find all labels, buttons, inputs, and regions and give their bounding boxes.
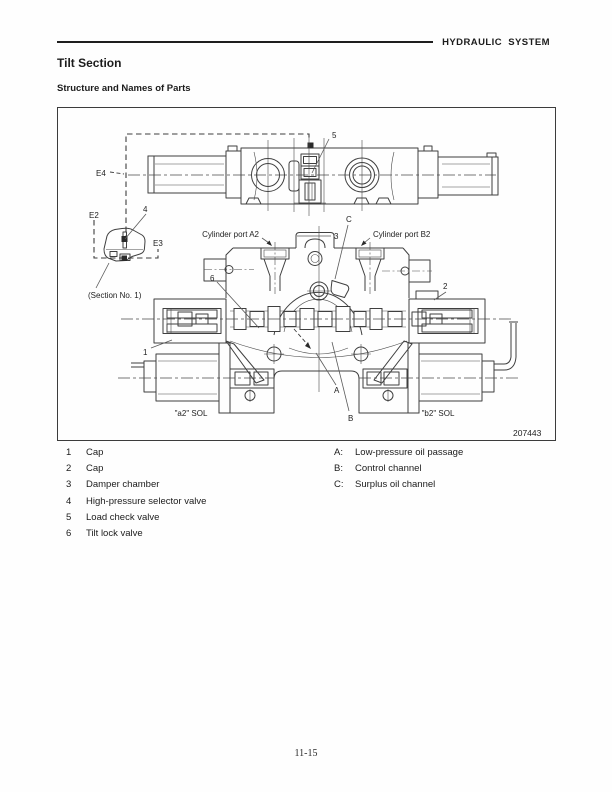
list-item: 5 Load check valve bbox=[66, 509, 206, 525]
label-e4: E4 bbox=[96, 169, 106, 178]
label-3: 3 bbox=[334, 232, 339, 241]
callout-labels: 6 3 C Cylinder port A2 Cylinder port B2 … bbox=[202, 215, 542, 438]
header-rule bbox=[57, 41, 434, 43]
part-number: 1 bbox=[66, 446, 72, 458]
label-sol-b2: "b2" SOL bbox=[422, 409, 455, 418]
damper-chamber bbox=[307, 280, 350, 301]
part-name: Low-pressure oil passage bbox=[355, 446, 464, 458]
part-name: Damper chamber bbox=[86, 479, 160, 491]
label-6: 6 bbox=[210, 274, 215, 283]
list-item: 6 Tilt lock valve bbox=[66, 525, 206, 541]
right-cap: 2 bbox=[408, 282, 486, 344]
part-name: Surplus oil channel bbox=[355, 479, 436, 491]
figure-frame: 5 E4 E2 E3 4 (Section No. 1) bbox=[57, 107, 556, 441]
part-number: 4 bbox=[66, 495, 72, 507]
left-cap: 1 bbox=[143, 298, 227, 357]
figure-technical-drawing: 5 E4 E2 E3 4 (Section No. 1) bbox=[88, 131, 542, 438]
parts-list-lettered: A: Low-pressure oil passage B: Control cha… bbox=[334, 444, 463, 493]
list-item: A: Low-pressure oil passage bbox=[334, 444, 463, 460]
list-item: 4 High-pressure selector valve bbox=[66, 493, 206, 509]
label-4: 4 bbox=[143, 205, 148, 214]
part-number: 2 bbox=[66, 462, 72, 474]
label-2: 2 bbox=[443, 282, 448, 291]
label-e2: E2 bbox=[89, 211, 99, 220]
left-solenoid: "a2" SOL bbox=[118, 340, 275, 418]
solenoid-wire bbox=[494, 321, 518, 371]
part-key: B: bbox=[334, 462, 343, 474]
part-name: High-pressure selector valve bbox=[86, 495, 207, 507]
right-solenoid: "b2" SOL bbox=[359, 321, 519, 418]
part-name: Cap bbox=[86, 462, 104, 474]
section-title: Tilt Section bbox=[57, 56, 122, 70]
part-number: 6 bbox=[66, 528, 72, 540]
label-a: A bbox=[334, 386, 340, 395]
spool-assembly bbox=[121, 306, 514, 332]
load-check-valve bbox=[294, 142, 326, 204]
part-number: 5 bbox=[66, 511, 72, 523]
list-item: C: Surplus oil channel bbox=[334, 477, 463, 493]
flow-arrow-dashed bbox=[293, 328, 309, 346]
label-e3: E3 bbox=[153, 239, 163, 248]
cylinder-port-a2 bbox=[260, 242, 290, 294]
label-cylinder-port-a2: Cylinder port A2 bbox=[202, 230, 259, 239]
list-item: B: Control channel bbox=[334, 460, 463, 476]
label-sol-a2: "a2" SOL bbox=[175, 409, 208, 418]
label-section-no1: (Section No. 1) bbox=[88, 291, 142, 300]
section-no1-inset: E4 E2 E3 4 (Section No. 1) bbox=[88, 169, 163, 300]
part-key: A: bbox=[334, 446, 343, 458]
label-1: 1 bbox=[143, 348, 148, 357]
section-subtitle: Structure and Names of Parts bbox=[57, 83, 191, 94]
list-item: 1 Cap bbox=[66, 444, 206, 460]
section-reference-dashed-line bbox=[125, 133, 310, 241]
label-b: B bbox=[348, 414, 353, 423]
list-item: 2 Cap bbox=[66, 460, 206, 476]
label-5: 5 bbox=[332, 131, 337, 140]
page-header: HYDRAULIC SYSTEM bbox=[57, 36, 550, 48]
cylinder-port-b2 bbox=[355, 242, 385, 294]
part-name: Tilt lock valve bbox=[86, 528, 143, 540]
header-title: HYDRAULIC SYSTEM bbox=[442, 36, 550, 48]
page-number: 11-15 bbox=[294, 748, 318, 759]
part-key: C: bbox=[334, 479, 344, 491]
label-c: C bbox=[346, 215, 352, 224]
part-number: 3 bbox=[66, 479, 72, 491]
top-valve-assembly: 5 bbox=[125, 131, 499, 241]
part-name: Cap bbox=[86, 446, 104, 458]
label-cylinder-port-b2: Cylinder port B2 bbox=[373, 230, 431, 239]
part-name: Load check valve bbox=[86, 511, 160, 523]
list-item: 3 Damper chamber bbox=[66, 477, 206, 493]
part-name: Control channel bbox=[355, 462, 422, 474]
figure-code: 207443 bbox=[513, 428, 542, 438]
